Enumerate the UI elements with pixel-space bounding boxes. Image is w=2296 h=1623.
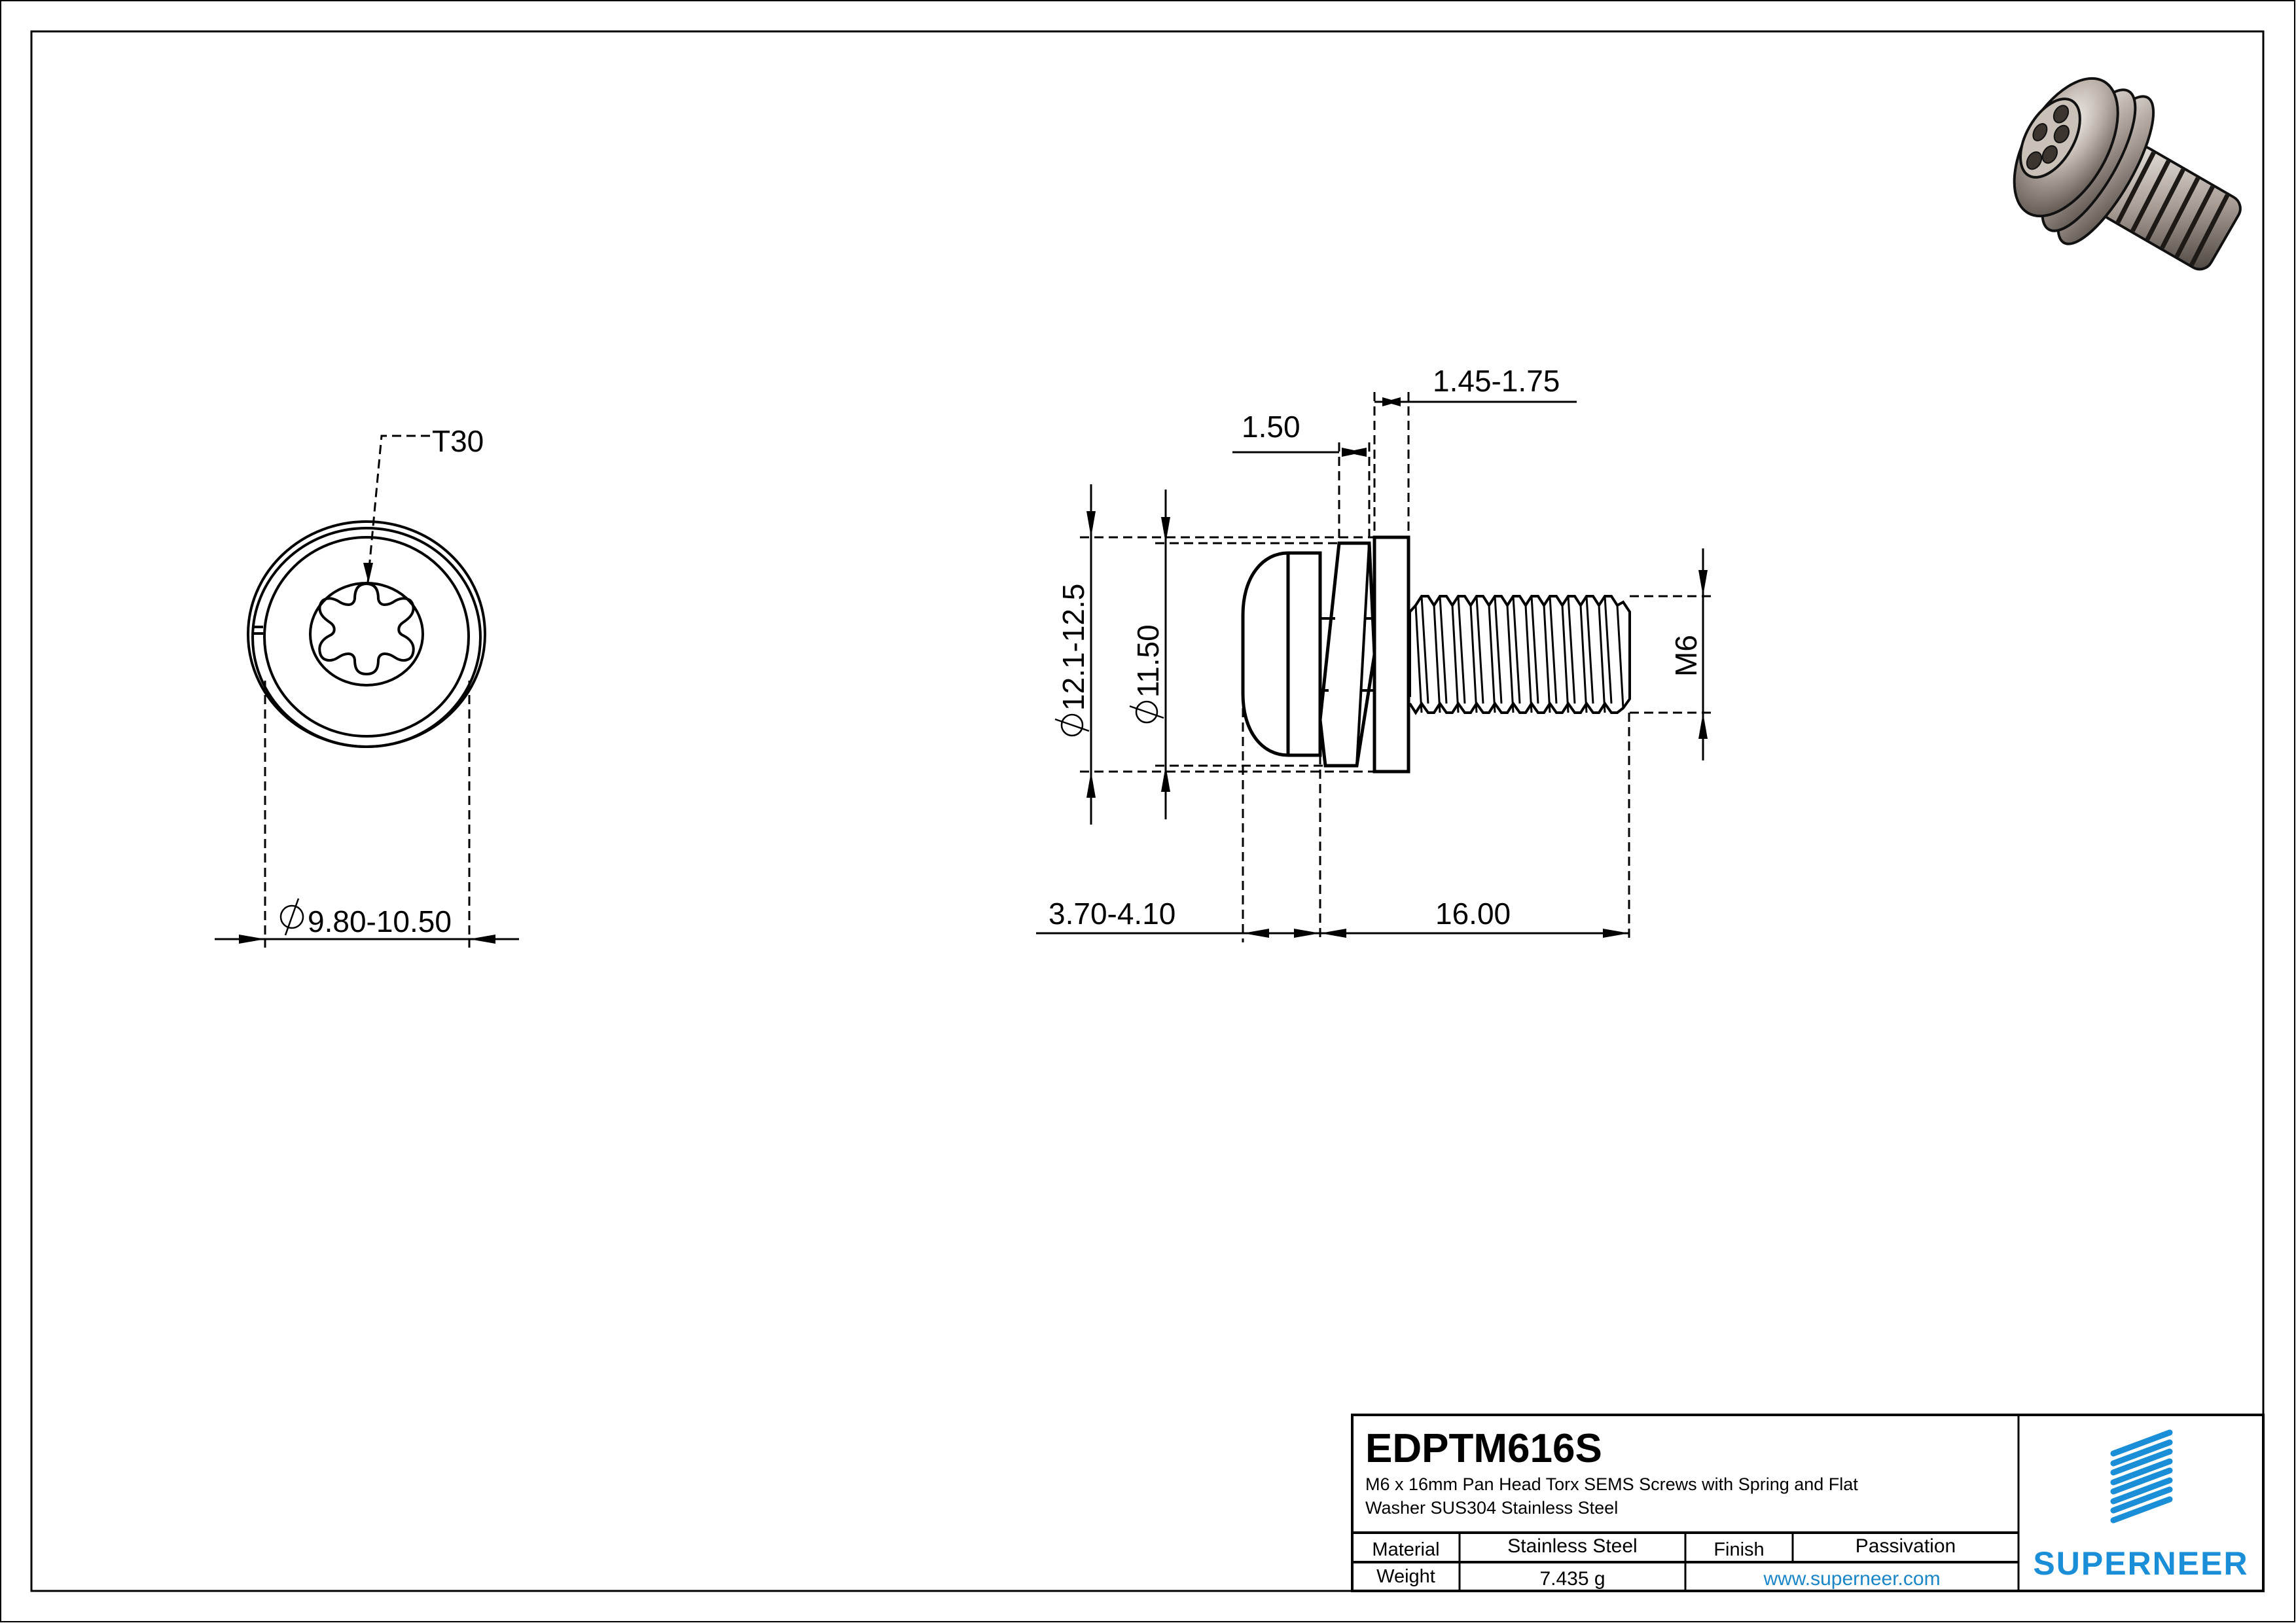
svg-text:9.80-10.50: 9.80-10.50: [308, 904, 452, 938]
sems-screw-3d-render-icon: [2013, 77, 2242, 271]
finish-label: Finish: [1713, 1539, 1765, 1560]
dim-head-height: 3.70-4.10: [1049, 897, 1175, 931]
front-diameter-dimension: [215, 681, 519, 948]
website-cell: www.superneer.com: [1687, 1565, 2017, 1593]
dim-flat-washer-od: 12.1-12.5: [1054, 584, 1090, 737]
dim-thread-size: M6: [1669, 635, 1703, 677]
dim-length: 16.00: [1435, 897, 1511, 931]
brand-wordmark: SUPERNEER: [2033, 1545, 2249, 1582]
website-link[interactable]: www.superneer.com: [1763, 1568, 1941, 1590]
thread: [1408, 595, 1631, 715]
screw-head: [1241, 551, 1322, 757]
torx-recess-icon: [318, 582, 415, 676]
part-description-line-1: M6 x 16mm Pan Head Torx SEMS Screws with…: [1365, 1474, 1858, 1494]
torx-callout-text: T30: [432, 424, 484, 458]
dim-spring-washer-od: 11.50: [1129, 624, 1165, 724]
weight-label: Weight: [1376, 1565, 1435, 1587]
superneer-logo-icon: [2110, 1429, 2173, 1524]
side-view: [1241, 535, 1631, 774]
dim-flat-washer-thickness: 1.45-1.75: [1433, 364, 1560, 398]
dim-spring-washer-thickness: 1.50: [1242, 410, 1300, 444]
weight-value: 7.435 g: [1539, 1568, 1605, 1590]
side-view-dimensions: [1036, 392, 1712, 942]
front-diameter-label: 9.80-10.50: [279, 898, 452, 938]
front-view: [247, 520, 486, 748]
material-value: Stainless Steel: [1507, 1535, 1638, 1557]
material-label: Material: [1372, 1539, 1440, 1560]
finish-value: Passivation: [1855, 1535, 1956, 1557]
part-number: EDPTM616S: [1365, 1426, 1602, 1471]
part-description: M6 x 16mm Pan Head Torx SEMS Screws with…: [1365, 1472, 2007, 1520]
title-block-frame: [1351, 1414, 2265, 1592]
svg-text:M6: M6: [1669, 635, 1703, 677]
svg-text:11.50: 11.50: [1131, 624, 1165, 698]
svg-text:12.1-12.5: 12.1-12.5: [1056, 584, 1090, 711]
torx-callout-leader: [363, 435, 430, 583]
flat-washer: [1372, 535, 1410, 774]
part-description-line-2: Washer SUS304 Stainless Steel: [1365, 1498, 1619, 1518]
